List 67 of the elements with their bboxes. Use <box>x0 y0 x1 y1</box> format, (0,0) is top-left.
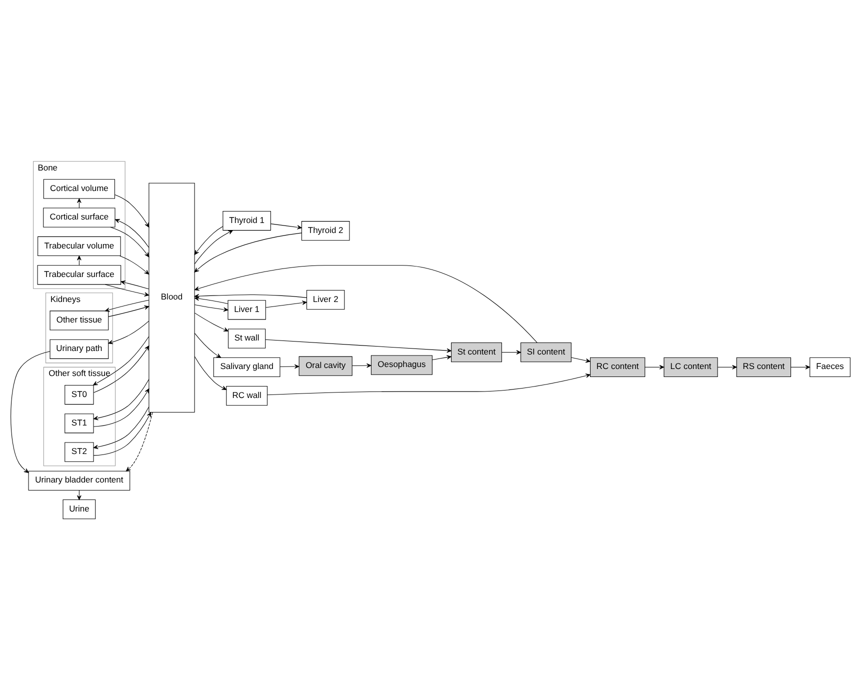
arrow <box>126 412 153 471</box>
node-box: RC content <box>590 356 646 376</box>
arrow <box>790 364 810 369</box>
node-box: Faeces <box>810 356 850 376</box>
node-box: Oral cavity <box>298 356 352 376</box>
arrow <box>93 345 150 392</box>
node-box: Thyroid 1 <box>222 210 271 230</box>
arrow <box>77 490 82 500</box>
arrow <box>108 320 150 344</box>
node-box: ST1 <box>64 413 94 433</box>
arrow <box>108 304 150 316</box>
node-box: ST2 <box>64 442 94 462</box>
arrow <box>267 373 590 395</box>
arrow <box>114 218 150 248</box>
node-box: Blood <box>148 182 195 412</box>
arrow <box>120 280 150 289</box>
node-box: Cortical surface <box>43 207 116 227</box>
arrow <box>77 255 82 266</box>
node-box: RC wall <box>226 386 268 406</box>
arrow <box>570 356 590 362</box>
arrow <box>352 362 372 368</box>
node-box: Trabecular volume <box>38 236 121 256</box>
arrow <box>266 300 307 308</box>
node-box: RS content <box>736 356 792 376</box>
node-box: Cortical volume <box>43 178 115 198</box>
arrow <box>93 412 152 456</box>
arrow <box>432 354 452 360</box>
arrow <box>77 198 82 208</box>
node-box: ST0 <box>64 384 94 404</box>
arrow <box>194 312 228 331</box>
arrow <box>114 194 150 227</box>
node-box: Thyroid 2 <box>301 220 350 240</box>
arrow <box>194 356 227 390</box>
arrow <box>110 226 150 257</box>
arrow <box>194 332 222 358</box>
arrow <box>280 364 300 368</box>
arrow <box>194 232 302 272</box>
arrow <box>93 406 150 449</box>
node-box: Oesophagus <box>370 354 432 374</box>
arrow <box>194 230 233 264</box>
node-box: Urine <box>62 499 96 519</box>
arrow <box>265 338 452 352</box>
node-box: Liver 1 <box>228 300 266 320</box>
arrow <box>270 223 302 229</box>
arrow <box>104 299 150 312</box>
node-box: Liver 2 <box>306 290 345 310</box>
arrow <box>93 388 150 426</box>
arrow <box>194 226 224 254</box>
node-box: St wall <box>228 328 266 348</box>
arrow <box>104 284 150 296</box>
node-box: Trabecular surface <box>37 264 122 284</box>
node-box: Other tissue <box>50 310 109 330</box>
arrow <box>644 364 664 369</box>
arrow <box>93 336 150 385</box>
node-box: Salivary gland <box>213 356 280 376</box>
arrow <box>10 350 50 472</box>
arrow <box>93 378 150 420</box>
arrow <box>501 350 522 354</box>
arrow <box>120 255 150 274</box>
node-box: St content <box>451 342 502 362</box>
arrow <box>717 364 737 369</box>
node-box: LC content <box>664 356 718 376</box>
node-box: SI content <box>520 342 572 362</box>
node-box: Urinary bladder content <box>28 470 130 490</box>
node-box: Urinary path <box>50 338 109 358</box>
arrow <box>194 304 228 312</box>
arrow <box>194 296 228 304</box>
